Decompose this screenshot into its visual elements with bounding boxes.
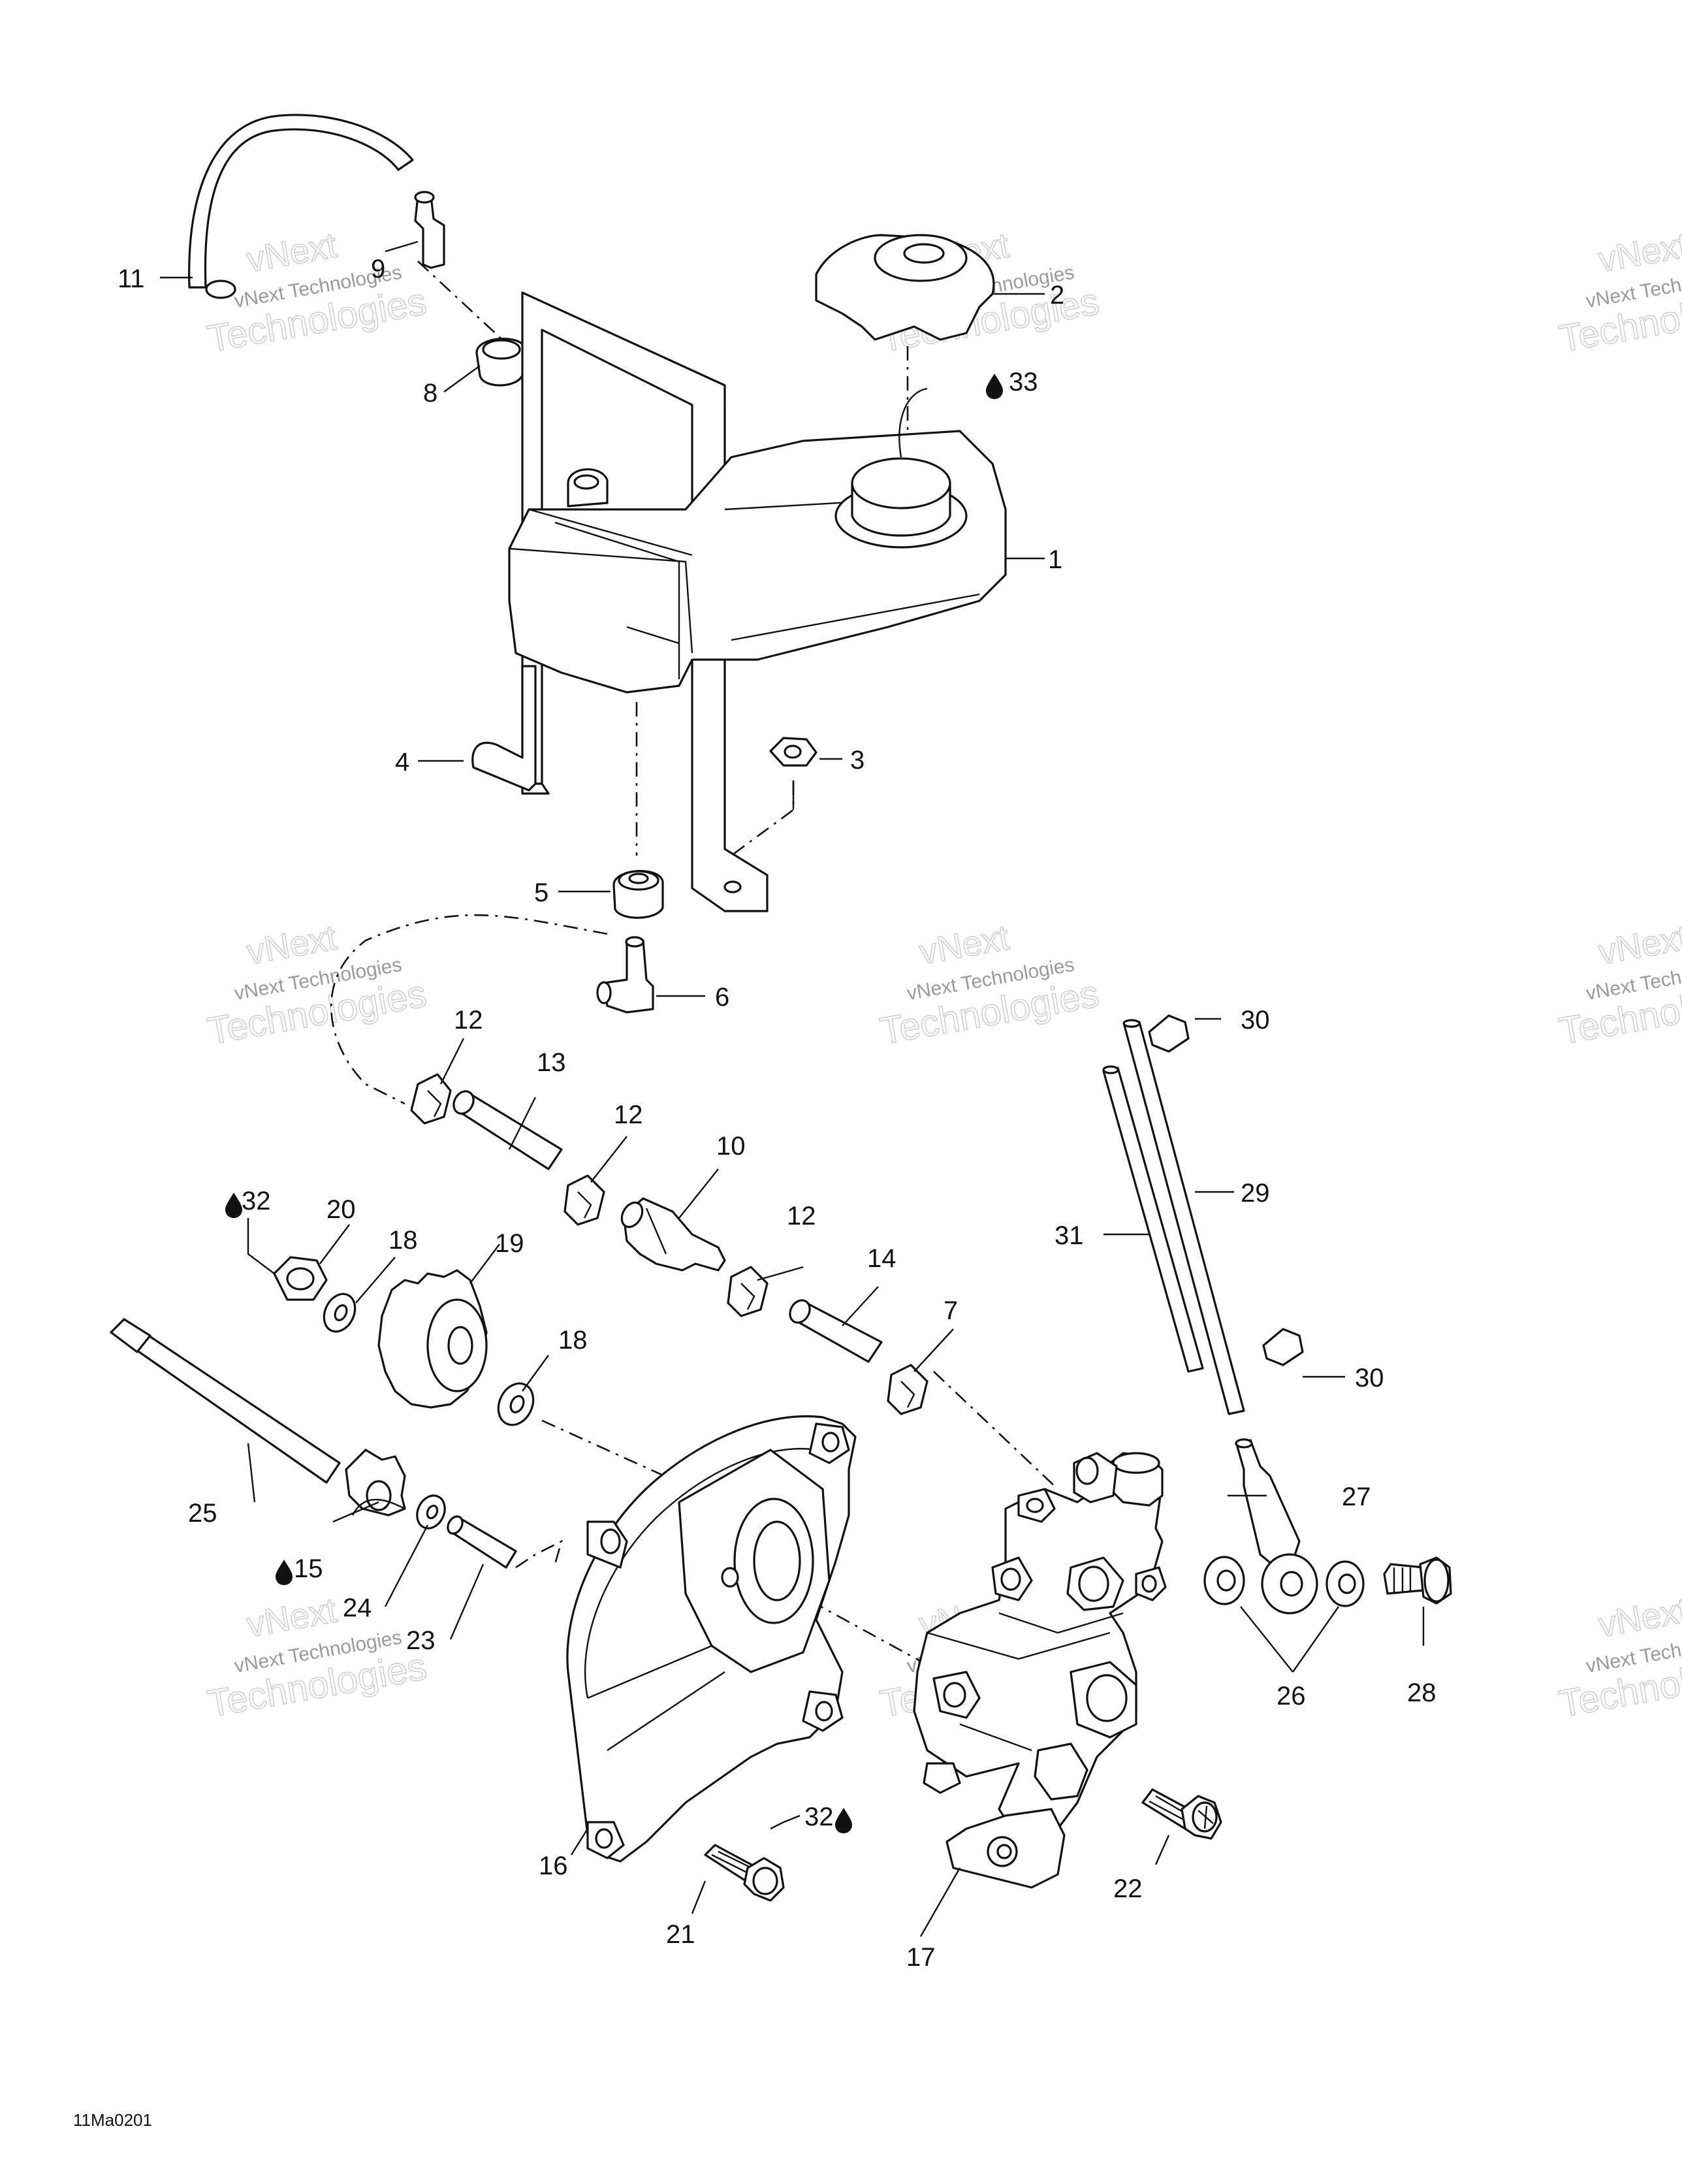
cap-2 [815,234,995,341]
watermark-line1: vNext [1596,225,1682,280]
oil-drop-icon [225,1193,242,1218]
watermark-line1: vNext [244,225,340,280]
nut-3 [769,737,817,767]
label-part-31: 31 [1055,1221,1084,1250]
clamp-12-a [410,1073,452,1125]
label-part-32b: 32 [804,1803,834,1831]
pump-cover-16 [566,1415,857,1863]
watermark: vNext vNext Technologies Technologies [204,918,430,1053]
hose-11 [188,114,414,299]
label-part-19: 19 [495,1229,524,1258]
grommet-8 [475,337,527,387]
label-part-20: 20 [326,1195,356,1224]
oil-drop-icon [835,1808,852,1833]
part-labels: 11 9 8 2 33 1 4 3 5 6 12 13 12 10 12 14 … [118,255,1436,1972]
cap-30-a [1148,1014,1190,1053]
label-part-12a: 12 [454,1006,483,1035]
label-part-11: 11 [118,265,145,293]
label-part-1: 1 [1048,545,1062,574]
elbow-fitting-6 [596,936,654,1014]
check-valve-10 [620,1197,726,1272]
label-part-26: 26 [1277,1682,1306,1710]
lubricant-icons [225,374,1003,1833]
watermark-line1: vNext [1596,918,1682,972]
label-part-13: 13 [537,1048,566,1077]
oil-pump-17 [913,1452,1167,1889]
banjo-bolt-28 [1383,1556,1452,1605]
oil-drop-icon [986,374,1003,399]
label-part-28: 28 [1407,1678,1436,1707]
screw-22 [1141,1788,1222,1840]
label-part-2: 2 [1050,281,1064,310]
label-part-10: 10 [716,1132,746,1161]
label-part-27: 27 [1342,1483,1371,1511]
label-part-3: 3 [850,746,865,775]
watermark-line1: vNext [917,918,1012,972]
hose-13 [452,1090,563,1170]
banjo-fitting-27 [1235,1438,1318,1614]
leader-lines [160,240,1425,1937]
washer-18-b [497,1382,535,1426]
label-part-8: 8 [423,379,437,408]
label-part-29: 29 [1241,1179,1270,1208]
label-part-12b: 12 [614,1100,643,1129]
watermark-line1: vNext [1596,1590,1682,1645]
watermark: vNext vNext Technologies Technologies [1555,918,1682,1053]
cap-30-b [1262,1328,1304,1366]
label-part-16: 16 [539,1852,568,1880]
clamp-12-b [563,1174,605,1226]
pin-23 [447,1515,517,1569]
label-part-32a: 32 [242,1187,271,1215]
label-part-18a: 18 [389,1226,418,1255]
grommet-5 [612,869,664,919]
watermark: vNext vNext Technologies Technologies [876,918,1102,1053]
oil-drop-icon [276,1560,293,1585]
fitting-9 [414,191,445,269]
label-part-21: 21 [666,1920,695,1949]
clamp-7 [887,1364,928,1415]
label-part-14: 14 [867,1244,897,1273]
watermark: vNext vNext Technologies Technologies [1555,225,1682,361]
watermark-line1: vNext [244,918,340,972]
watermark: vNext vNext Technologies Technologies [1555,1590,1682,1726]
oil-tank-1 [471,291,1007,912]
label-part-30a: 30 [1241,1006,1270,1035]
label-part-12c: 12 [787,1202,816,1230]
label-part-4: 4 [395,748,409,777]
watermark-line1: vNext [244,1590,340,1645]
washer-26-a [1203,1556,1245,1605]
label-part-22: 22 [1113,1874,1143,1903]
rod-31 [1102,1065,1204,1373]
label-part-23: 23 [406,1626,436,1655]
pump-shaft-25 [110,1318,406,1517]
rod-29 [1122,1019,1245,1415]
label-part-9: 9 [371,255,385,283]
label-part-24: 24 [343,1594,372,1622]
washer-26-b [1325,1560,1365,1607]
nut-20 [273,1256,328,1301]
label-part-6: 6 [715,983,729,1012]
label-part-7: 7 [944,1296,958,1325]
washer-24 [416,1494,446,1530]
label-part-25: 25 [188,1499,217,1528]
hose-14 [789,1299,883,1363]
washer-18-a [323,1293,357,1333]
figure-code: 11Ma0201 [73,2110,152,2130]
label-part-30b: 30 [1355,1364,1384,1392]
label-part-18b: 18 [558,1326,588,1355]
gear-19 [377,1269,488,1409]
watermark: vNext vNext Technologies Technologies [204,1590,430,1726]
label-part-5: 5 [534,878,548,907]
screw-21 [704,1844,785,1902]
label-part-33: 33 [1009,368,1038,396]
clamp-12-c [727,1266,769,1317]
label-part-15: 15 [294,1554,323,1583]
label-part-17: 17 [906,1943,936,1972]
